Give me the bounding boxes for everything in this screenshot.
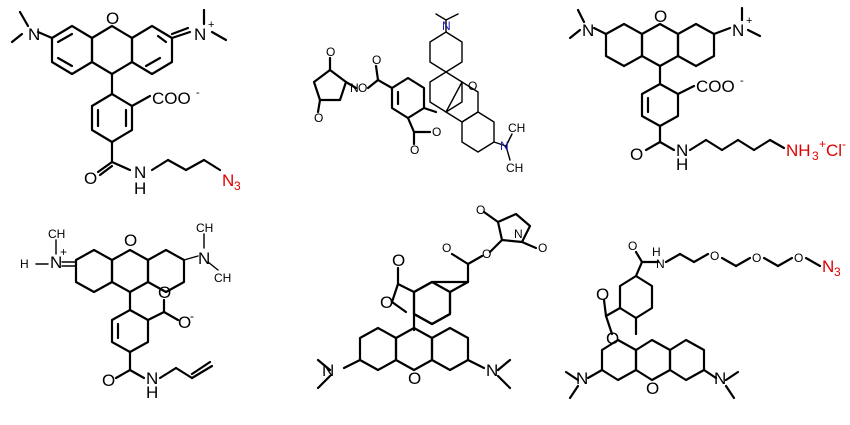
atom-carbonyl-o: O bbox=[630, 145, 643, 164]
charge-plus: + bbox=[746, 15, 752, 27]
lactone-o-ring: O bbox=[380, 293, 393, 312]
nhs-n: N bbox=[350, 81, 359, 95]
n-top: N bbox=[442, 19, 451, 33]
methyl-h3c: H bbox=[20, 257, 29, 271]
structure-tamra-alkyne: CH H N + O N CH CH O O - O N H bbox=[20, 221, 231, 402]
atom-n-right: N bbox=[714, 369, 726, 388]
ammonium-label: NH bbox=[786, 141, 811, 160]
carboxylate-charge: - bbox=[740, 75, 744, 87]
methyl-b2: CH bbox=[506, 161, 523, 175]
structure-tamra-azide: N N + O COO - O N H N 3 bbox=[10, 8, 241, 198]
chloride-charge: - bbox=[842, 137, 846, 151]
carboxylate-label: COO bbox=[696, 77, 735, 96]
lactone-o-ring: O bbox=[606, 329, 619, 348]
azide-label: N bbox=[822, 257, 834, 276]
structure-tamra-nhs-spiro: O O N O O O O O N N bbox=[316, 203, 547, 390]
lactone-o-ring: O bbox=[432, 125, 441, 139]
ammonium-sub: 3 bbox=[812, 149, 819, 163]
peg-o2: O bbox=[752, 251, 761, 265]
methyl-c: CH bbox=[214, 271, 231, 285]
atom-nh: H bbox=[146, 383, 158, 402]
atom-carbonyl-o: O bbox=[84, 169, 97, 188]
lactone-o-carbonyl: O bbox=[392, 251, 405, 270]
carboxylate-label: COO bbox=[152, 89, 191, 108]
atom-n-right: N bbox=[194, 25, 206, 44]
lactone-o-carbonyl: O bbox=[596, 285, 609, 304]
nhs-o-bottom: O bbox=[314, 111, 323, 125]
atom-oxygen: O bbox=[646, 379, 659, 398]
peg-o1: O bbox=[710, 249, 719, 263]
nhs-o-top: O bbox=[326, 45, 335, 59]
n-bottom: N bbox=[500, 139, 509, 153]
atom-n-left: N bbox=[50, 253, 62, 272]
atom-n-left: N bbox=[322, 361, 334, 380]
carbonyl-o: O bbox=[372, 53, 381, 67]
carboxylate-charge: - bbox=[196, 87, 200, 99]
atom-n-amide: N bbox=[656, 257, 665, 271]
lactone-o-carbonyl: O bbox=[410, 143, 419, 157]
nhs-o-bottom: O bbox=[538, 241, 547, 255]
methyl-b1: CH bbox=[508, 121, 525, 135]
charge-plus: + bbox=[60, 245, 67, 259]
atom-n-right: N bbox=[486, 361, 498, 380]
carboxy-charge: - bbox=[190, 309, 194, 323]
azide-label: N bbox=[222, 171, 234, 190]
chloride-label: Cl bbox=[826, 141, 842, 160]
ester-o: O bbox=[482, 247, 491, 261]
atom-n-right: N bbox=[198, 249, 210, 268]
atom-oxygen: O bbox=[106, 9, 119, 28]
atom-n-right: N bbox=[732, 21, 744, 40]
azide-subscript: 3 bbox=[834, 265, 841, 279]
atom-oxygen: O bbox=[124, 231, 137, 250]
atom-n-amide: N bbox=[146, 369, 158, 388]
amide-h: H bbox=[652, 245, 661, 259]
carboxy-o: O bbox=[158, 283, 171, 302]
structure-tamra-amine: N N + O COO - O N H NH 3 + Cl - bbox=[568, 6, 846, 174]
atom-nh: H bbox=[676, 155, 688, 174]
nhs-n: N bbox=[514, 227, 523, 241]
atom-n-amide: N bbox=[676, 141, 688, 160]
atom-n-left: N bbox=[28, 25, 40, 44]
methyl-a: CH bbox=[48, 227, 65, 241]
charge-plus: + bbox=[208, 19, 214, 31]
atom-oxygen: O bbox=[408, 369, 421, 388]
atom-n-left: N bbox=[576, 369, 588, 388]
azide-subscript: 3 bbox=[234, 179, 241, 193]
atom-carbonyl-o: O bbox=[102, 371, 115, 390]
atom-oxygen: O bbox=[654, 7, 667, 26]
methyl-b: CH bbox=[196, 221, 213, 235]
carbonyl-o: O bbox=[442, 241, 451, 255]
atom-nh: H bbox=[134, 179, 146, 198]
ammonium-charge: + bbox=[819, 137, 826, 151]
nhs-o-top: O bbox=[476, 203, 485, 217]
atom-n-amide: N bbox=[134, 163, 146, 182]
atom-carbonyl-o: O bbox=[628, 239, 637, 253]
atom-n-left: N bbox=[582, 21, 594, 40]
structure-tamra-peg-azide: H N O O O O N 3 O O O N N bbox=[564, 239, 841, 400]
xanthene-o: O bbox=[468, 79, 477, 93]
carboxy-o2: O bbox=[178, 313, 191, 332]
structure-tamra-nhs-lactone: O O N O O O O O N N CH CH bbox=[312, 13, 525, 175]
ester-o: O bbox=[358, 81, 367, 95]
peg-o3: O bbox=[794, 251, 803, 265]
